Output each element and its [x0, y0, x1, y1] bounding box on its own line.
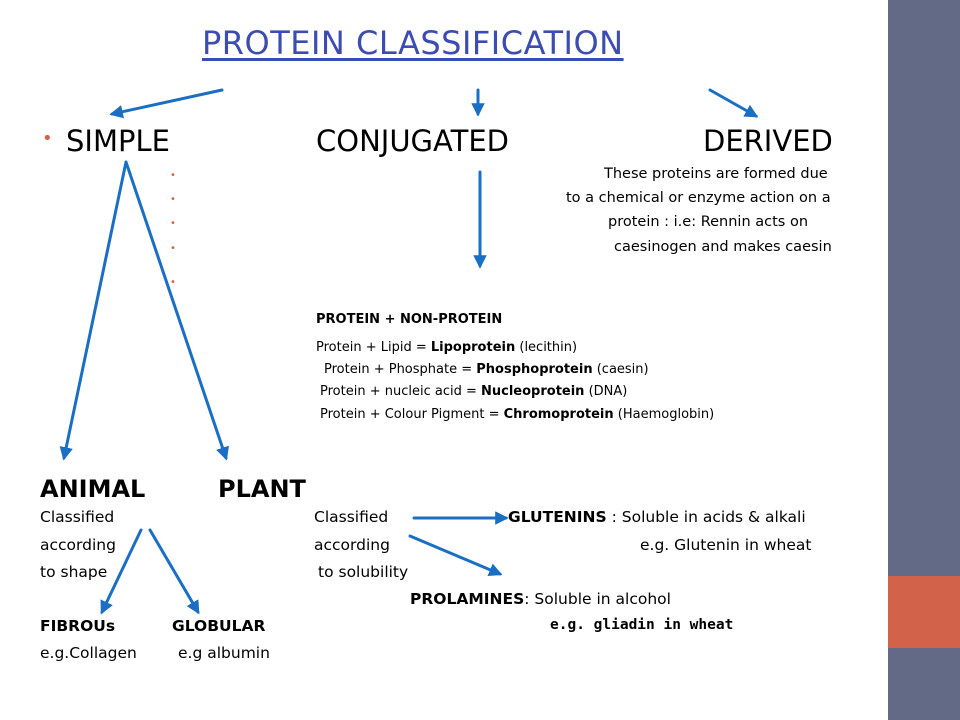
prolamines-label: PROLAMINES: [410, 590, 525, 608]
heading-plant: PLANT: [218, 475, 306, 503]
arrow-simple-to-animal: [59, 160, 128, 461]
sub-bullet-dot: •: [170, 170, 176, 181]
conjugated-row-left: Protein + Colour Pigment =: [320, 407, 504, 422]
sub-bullet-dot: •: [170, 194, 176, 205]
sub-bullet-dot: •: [170, 218, 176, 229]
sidebar-accent-block: [888, 576, 960, 648]
conjugated-row-right: (caesin): [592, 362, 649, 377]
plant-text-line: according: [314, 536, 390, 554]
arrow-plant-to-prolamines: [408, 534, 503, 577]
conjugated-row-right: (lecithin): [515, 340, 578, 355]
animal-text-line: Classified: [40, 508, 115, 526]
conjugated-row: Protein + Phosphate = Phosphoprotein (ca…: [324, 362, 649, 377]
glutenins-label: GLUTENINS: [508, 508, 607, 526]
arrow-simple-to-plant: [124, 160, 229, 461]
sub-bullet-dot: •: [170, 277, 176, 288]
slide-title: PROTEIN CLASSIFICATION: [202, 24, 624, 62]
conjugated-row-name: Lipoprotein: [430, 340, 516, 355]
fibrous-label: FIBROUs: [40, 617, 116, 635]
derived-text-line: These proteins are formed due: [604, 166, 828, 182]
derived-text-line: protein : i.e: Rennin acts on: [608, 214, 809, 230]
conjugated-row-left: Protein + Lipid =: [316, 340, 431, 355]
globular-example: e.g albumin: [178, 644, 270, 662]
conjugated-row-name: Nucleoprotein: [481, 384, 585, 399]
arrow-to-simple: [109, 88, 224, 119]
conjugated-row: Protein + Lipid = Lipoprotein (lecithin): [316, 340, 577, 355]
heading-simple: SIMPLE: [66, 124, 170, 158]
conjugated-row: Protein + Colour Pigment = Chromoprotein…: [320, 407, 714, 422]
conjugated-row: Protein + nucleic acid = Nucleoprotein (…: [320, 384, 627, 399]
glutenins-example: e.g. Glutenin in wheat: [640, 536, 812, 554]
sub-bullet-dot: •: [170, 243, 176, 254]
conjugated-row-left: Protein + Phosphate =: [324, 362, 477, 377]
arrow-to-derived: [708, 88, 759, 118]
globular-label: GLOBULAR: [172, 617, 266, 635]
heading-derived: DERIVED: [703, 124, 833, 158]
glutenins-line: GLUTENINS : Soluble in acids & alkali: [508, 508, 806, 526]
prolamines-line: PROLAMINES: Soluble in alcohol: [410, 590, 671, 608]
prolamines-example: e.g. gliadin in wheat: [550, 617, 734, 633]
conjugated-row-left: Protein + nucleic acid =: [320, 384, 481, 399]
conjugated-heading: PROTEIN + NON-PROTEIN: [316, 312, 503, 327]
bullet-dot: •: [42, 128, 53, 149]
arrow-animal-to-globular: [148, 528, 200, 615]
prolamines-desc: : Soluble in alcohol: [524, 590, 671, 608]
derived-text-line: to a chemical or enzyme action on a: [566, 190, 831, 206]
fibrous-example: e.g.Collagen: [40, 644, 137, 662]
animal-text-line: according: [40, 536, 116, 554]
plant-text-line: Classified: [314, 508, 389, 526]
plant-text-line: to solubility: [318, 563, 409, 581]
glutenins-desc: : Soluble in acids & alkali: [606, 508, 806, 526]
conjugated-row-name: Phosphoprotein: [476, 362, 593, 377]
conjugated-row-name: Chromoprotein: [503, 407, 614, 422]
conjugated-row-right: (DNA): [584, 384, 628, 399]
derived-text-line: caesinogen and makes caesin: [614, 239, 832, 255]
conjugated-row-right: (Haemoglobin): [613, 407, 715, 422]
animal-text-line: to shape: [40, 563, 108, 581]
heading-animal: ANIMAL: [40, 475, 146, 503]
heading-conjugated: CONJUGATED: [316, 124, 509, 158]
